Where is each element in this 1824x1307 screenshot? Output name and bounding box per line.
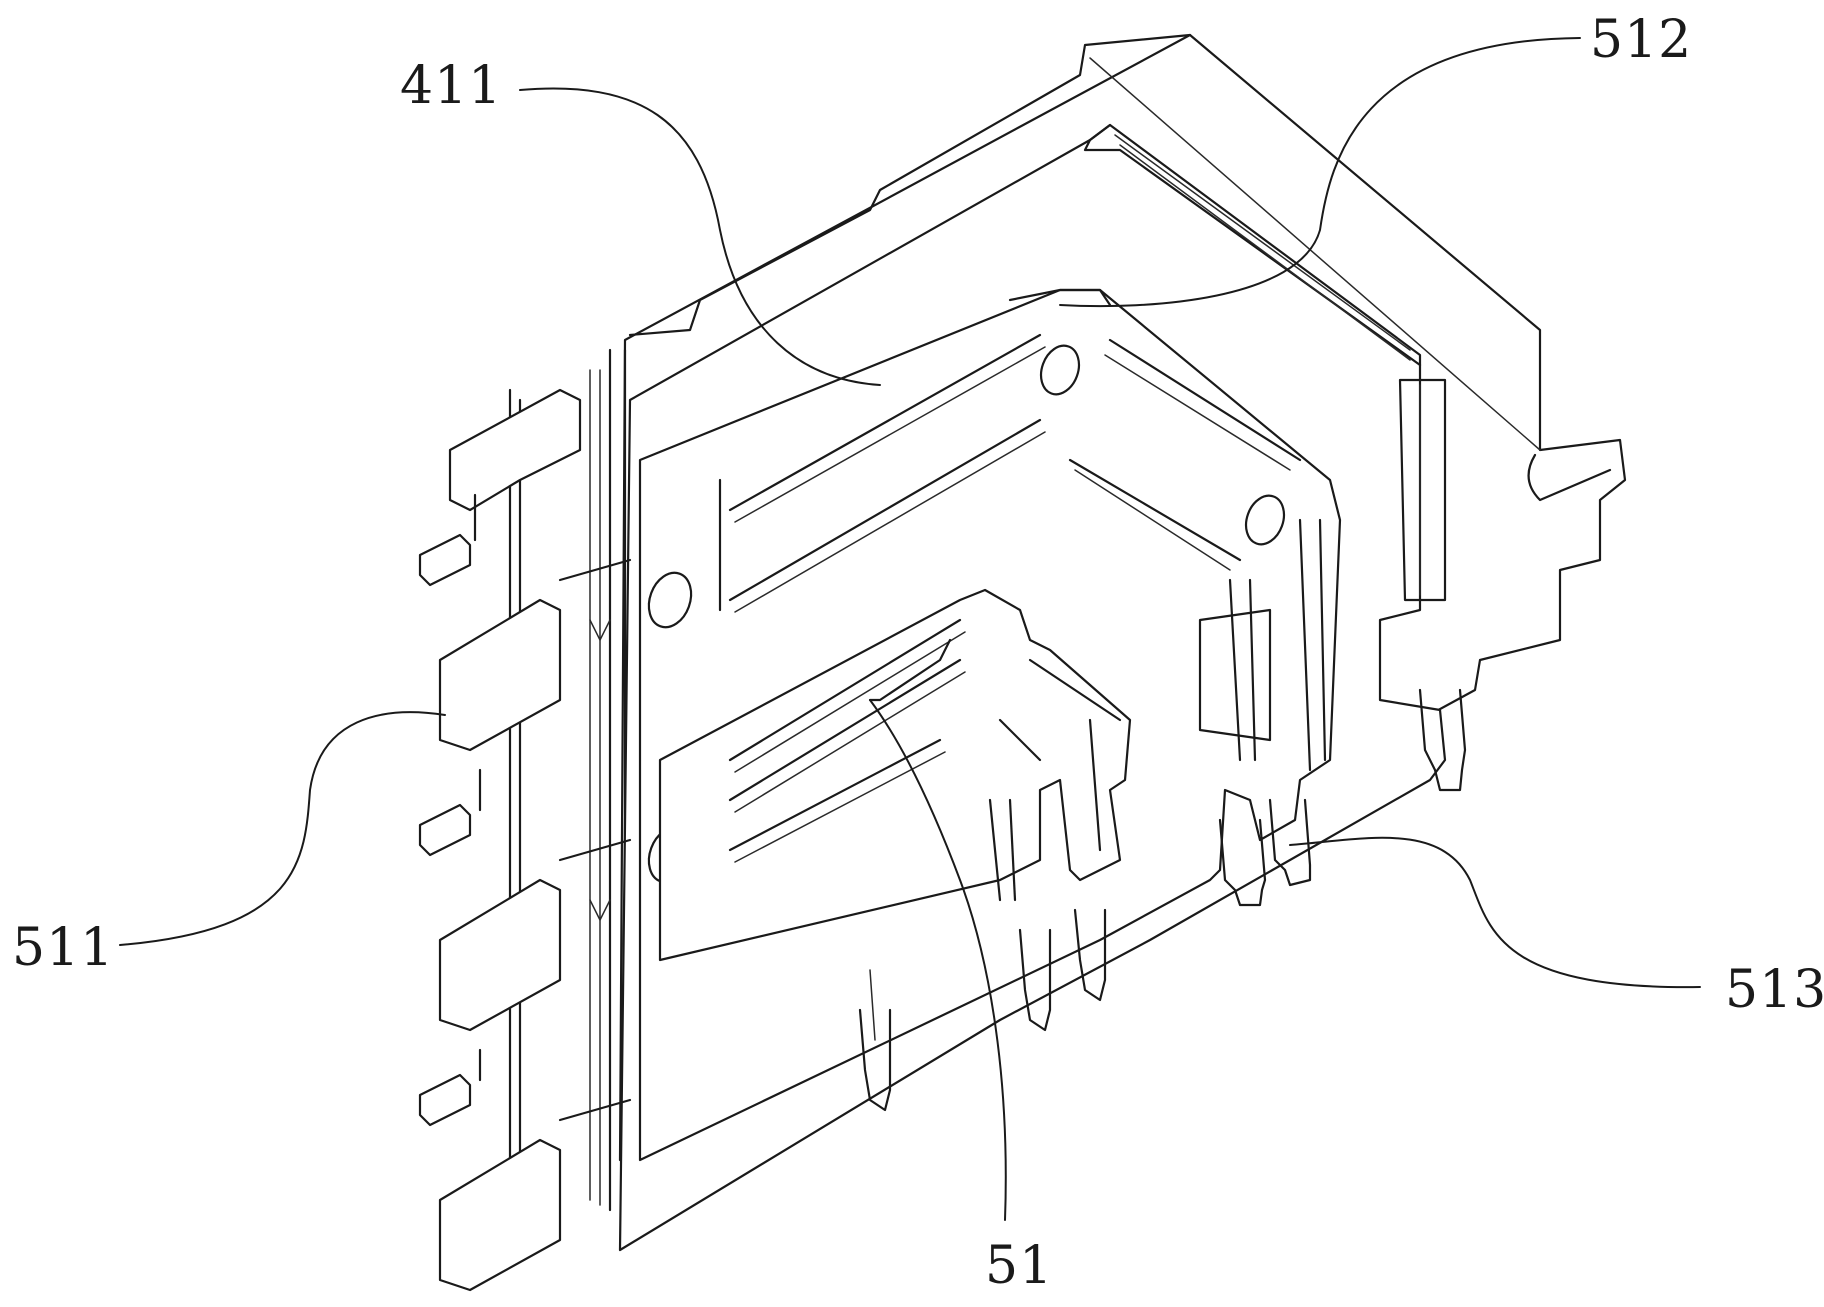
left-terminal-comb bbox=[418, 388, 632, 1292]
terminal-rails bbox=[508, 348, 627, 1217]
label-51: 51 bbox=[985, 1236, 1054, 1296]
inner-terminal-frame bbox=[658, 588, 1132, 962]
leader-512 bbox=[1059, 37, 1581, 308]
label-411: 411 bbox=[400, 56, 503, 116]
label-511: 511 bbox=[12, 918, 115, 978]
leader-511 bbox=[119, 711, 446, 946]
leader-lines bbox=[119, 37, 1701, 1221]
label-513: 513 bbox=[1725, 960, 1824, 1020]
leader-513 bbox=[1289, 836, 1701, 989]
leader-51 bbox=[869, 699, 1007, 1221]
leader-411 bbox=[519, 87, 881, 386]
label-512: 512 bbox=[1590, 10, 1693, 70]
terminal-pins bbox=[858, 688, 1467, 1112]
